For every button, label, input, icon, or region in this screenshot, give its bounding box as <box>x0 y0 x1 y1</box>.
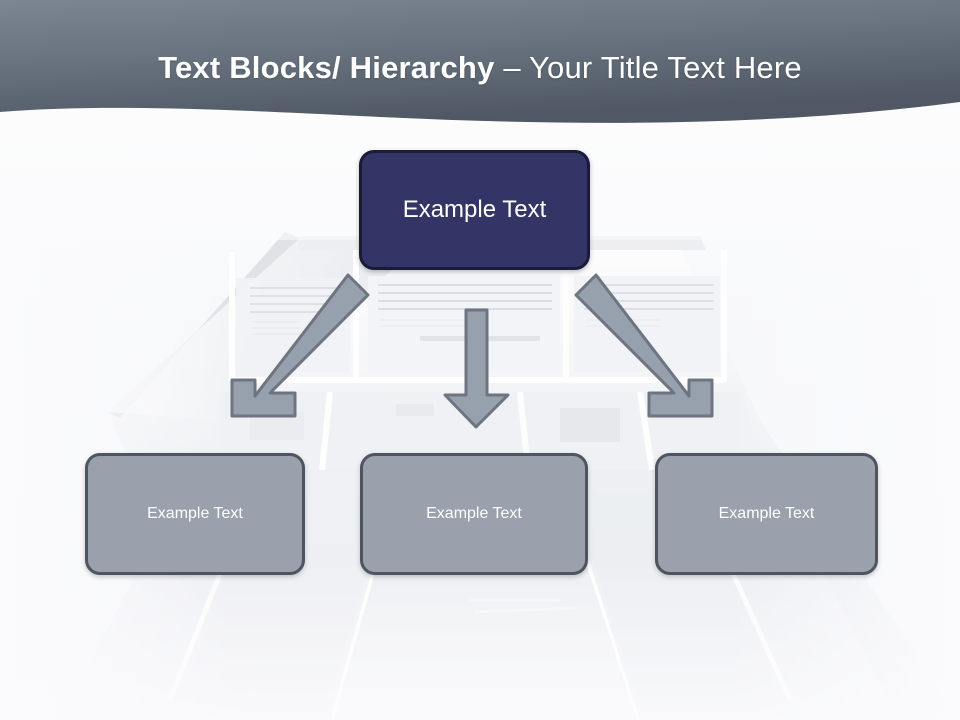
hierarchy-child-label-2: Example Text <box>426 505 522 522</box>
header-wave-shape <box>0 0 960 123</box>
hierarchy-child-box-3[interactable]: Example Text <box>655 453 878 575</box>
arrow-down-right-icon <box>574 273 714 418</box>
hierarchy-child-label-1: Example Text <box>147 505 243 522</box>
hierarchy-root-label: Example Text <box>402 196 547 223</box>
hierarchy-child-label-3: Example Text <box>718 505 815 522</box>
hierarchy-child-box-2[interactable]: Example Text <box>360 453 588 575</box>
arrow-down-left-icon <box>230 273 370 418</box>
arrow-down-icon <box>443 308 510 429</box>
hierarchy-root-box[interactable]: Example Text <box>359 150 590 270</box>
page-title: Text Blocks/ Hierarchy – Your Title Text… <box>0 50 960 86</box>
page-title-regular: – Your Title Text Here <box>494 50 802 85</box>
hierarchy-child-box-1[interactable]: Example Text <box>85 453 305 575</box>
page-title-bold: Text Blocks/ Hierarchy <box>158 50 495 85</box>
slide-header-band: Text Blocks/ Hierarchy – Your Title Text… <box>0 0 960 135</box>
